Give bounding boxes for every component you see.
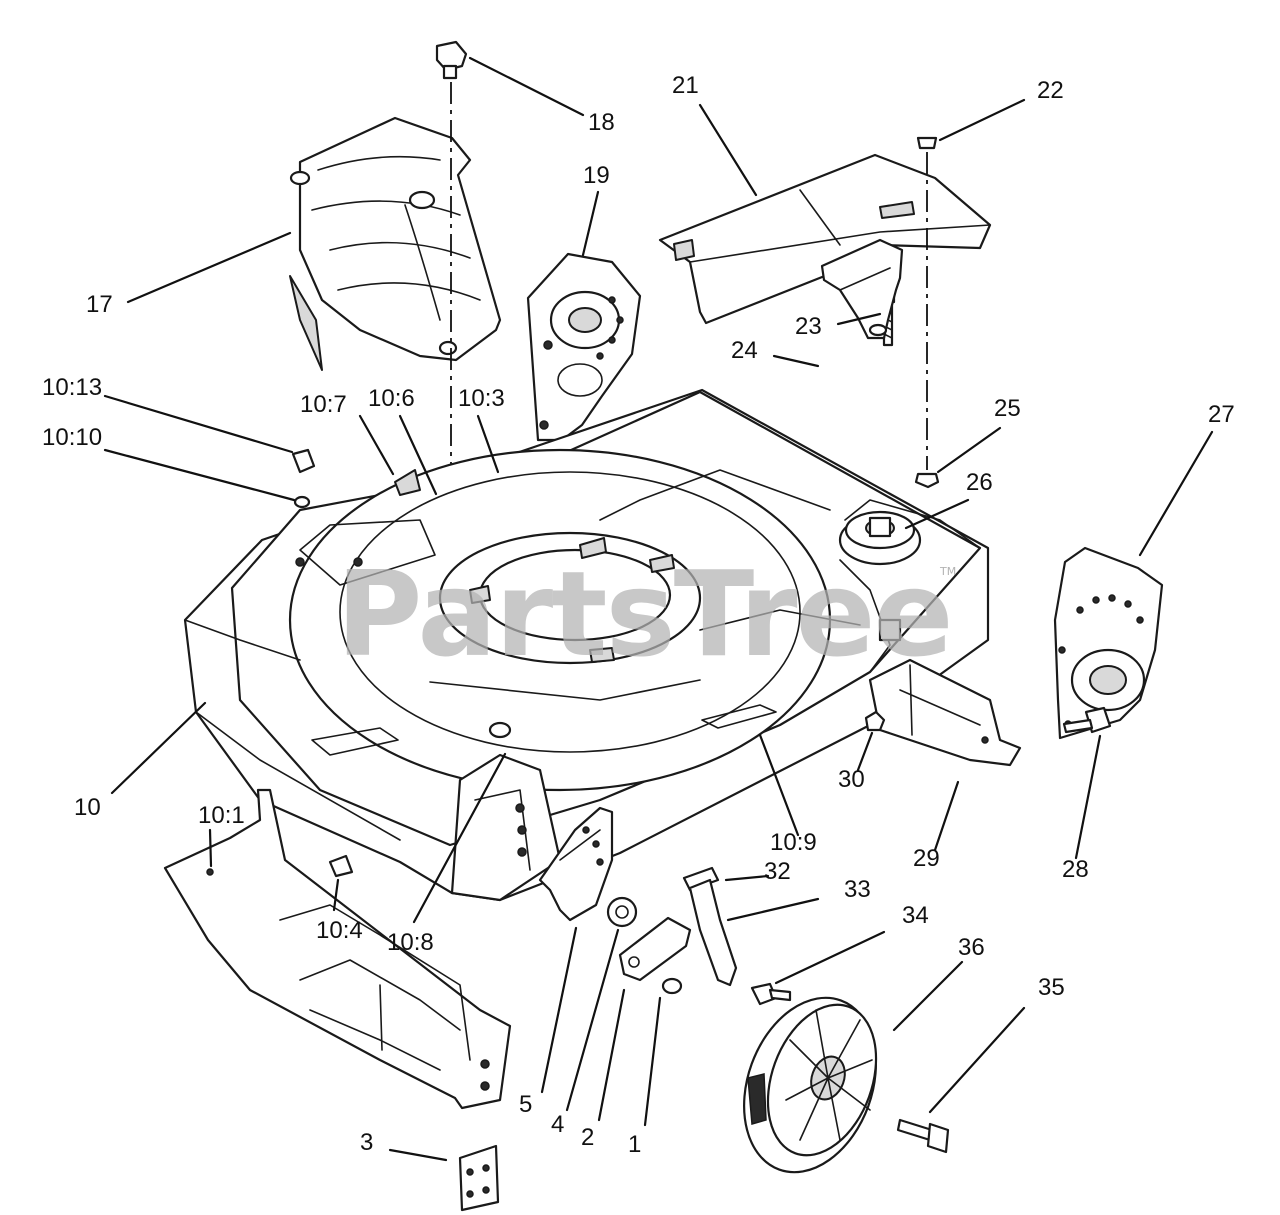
leader-line-35: [928, 1006, 1026, 1114]
leader-line-10-9: [758, 733, 800, 837]
leader-line-28: [1074, 734, 1102, 860]
leader-line-18: [468, 56, 585, 117]
part-1-washer: [661, 977, 683, 995]
callout-32: 32: [764, 858, 791, 885]
leader-line-33: [726, 897, 820, 922]
callout-10-13: 10:13: [42, 374, 102, 401]
leader-line-10-7: [358, 414, 395, 476]
leader-line-19: [581, 190, 600, 257]
leader-line-27: [1138, 430, 1214, 557]
leader-line-10-8: [412, 752, 507, 924]
callout-5: 5: [519, 1091, 532, 1118]
callout-10-1: 10:1: [198, 802, 245, 829]
callout-10: 10: [74, 794, 101, 821]
callout-21: 21: [672, 72, 699, 99]
part-10-13-screw: [291, 448, 316, 474]
callout-24: 24: [731, 337, 758, 364]
part-2-axle-bracket: [618, 916, 692, 982]
part-5-height-adjuster: [538, 806, 614, 922]
leader-lines: [103, 56, 1214, 1162]
part-25-nut: [914, 472, 940, 489]
part-24-bracket: [820, 238, 904, 340]
part-4-washer: [606, 896, 638, 928]
part-27-right-side-plate: [1053, 546, 1164, 740]
callout-27: 27: [1208, 401, 1235, 428]
callout-36: 36: [958, 934, 985, 961]
callout-18: 18: [588, 109, 615, 136]
leader-line-4: [565, 928, 620, 1112]
callout-22: 22: [1037, 77, 1064, 104]
part-29-rear-bracket: [868, 658, 1022, 767]
leader-line-10-6: [398, 414, 438, 496]
leader-line-24: [772, 354, 820, 368]
part-10-10-washer: [293, 495, 311, 509]
part-30-nut: [864, 710, 886, 732]
callout-10-9: 10:9: [770, 829, 817, 856]
leader-line-5: [540, 926, 578, 1094]
callout-30: 30: [838, 766, 865, 793]
part-28-bolt: [1062, 706, 1112, 734]
part-22-bolt: [916, 136, 938, 470]
leader-line-29: [933, 780, 960, 852]
leader-line-32: [724, 874, 770, 882]
part-33-lever: [688, 878, 738, 987]
callout-25: 25: [994, 395, 1021, 422]
leader-line-34: [774, 930, 886, 985]
leader-line-10-1: [208, 828, 213, 868]
callout-10-7: 10:7: [300, 391, 347, 418]
svg-text:TM: TM: [939, 565, 956, 578]
part-3-plate: [458, 1144, 500, 1212]
callout-3: 3: [360, 1129, 373, 1156]
part-34-bolt: [750, 982, 792, 1006]
part-10-1-front-shield: [163, 788, 512, 1110]
callout-29: 29: [913, 845, 940, 872]
leader-line-10-10: [103, 448, 296, 502]
leader-line-25: [936, 426, 1002, 474]
callout-10-3: 10:3: [458, 385, 505, 412]
leader-line-30: [856, 731, 874, 772]
leader-line-26: [904, 498, 970, 530]
callout-10-8: 10:8: [387, 929, 434, 956]
callout-10-6: 10:6: [368, 385, 415, 412]
callout-labels: 18 21 22 19 17 23 24 10:13 10:7 10:6 10:…: [42, 72, 1235, 1158]
part-32-lever-knob: [682, 866, 720, 892]
callout-4: 4: [551, 1111, 564, 1138]
watermark: PartsTree TM: [336, 545, 956, 683]
callout-1: 1: [628, 1131, 641, 1158]
callout-26: 26: [966, 469, 993, 496]
part-19-left-side-plate: [526, 252, 642, 442]
part-35-bolt: [896, 1118, 950, 1154]
leader-line-10-13: [103, 394, 294, 454]
callout-23: 23: [795, 313, 822, 340]
callout-33: 33: [844, 876, 871, 903]
callout-17: 17: [86, 291, 113, 318]
leader-line-1: [643, 996, 662, 1127]
leader-line-23: [836, 312, 882, 326]
part-26-pulley: [838, 510, 922, 566]
part-36-wheel: [743, 996, 878, 1174]
leader-line-21: [698, 103, 758, 197]
leader-line-10-4: [332, 878, 340, 912]
callout-19: 19: [583, 162, 610, 189]
part-17-rear-cover: [289, 116, 502, 371]
callout-10-10: 10:10: [42, 424, 102, 451]
leader-line-36: [892, 960, 964, 1032]
callout-34: 34: [902, 902, 929, 929]
leader-line-2: [597, 988, 626, 1122]
leader-line-22: [938, 98, 1026, 142]
callout-28: 28: [1062, 856, 1089, 883]
callout-35: 35: [1038, 974, 1065, 1001]
callout-10-4: 10:4: [316, 917, 363, 944]
leader-line-3: [388, 1148, 448, 1162]
leader-line-17: [126, 231, 292, 304]
part-10-4-clip: [328, 854, 354, 878]
leader-line-10: [110, 701, 207, 795]
leader-line-10-3: [476, 414, 500, 474]
callout-2: 2: [581, 1124, 594, 1151]
part-21-top-cover: [658, 153, 992, 325]
part-10-mower-deck: [183, 388, 990, 902]
svg-text:PartsTree: PartsTree: [336, 545, 952, 683]
